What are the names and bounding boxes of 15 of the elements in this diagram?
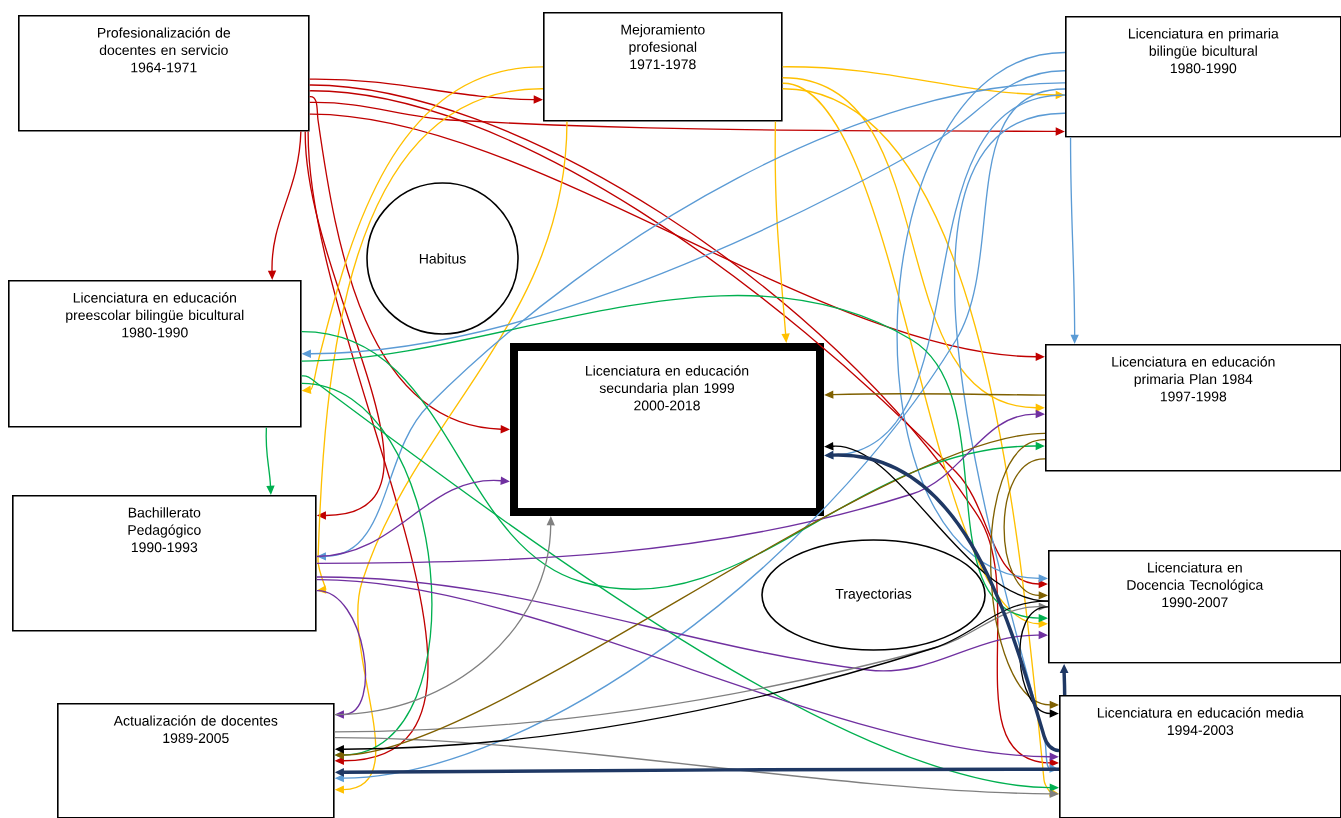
program-box: Licenciatura en Docencia Tecnológica 1990-2007 — [1048, 550, 1341, 664]
program-box: Licenciatura en educación primaria Plan 1984 1997-1998 — [1045, 344, 1341, 472]
program-box: Licenciatura en educación secundaria plan 1999 2000-2018 — [510, 343, 824, 516]
program-box: Profesionalización de docentes en servicio 1964-1971 — [18, 15, 310, 132]
program-box: Mejoramiento profesional 1971-1978 — [543, 12, 783, 122]
program-box: Bachillerato Pedagógico 1990-1993 — [12, 495, 317, 632]
program-box: Licenciatura en educación media 1994-2003 — [1059, 695, 1341, 818]
program-box: Licenciatura en educación preescolar bilingüe bicultural 1980-1990 — [8, 280, 302, 428]
arrow — [896, 51, 1066, 583]
program-box: Licenciatura en primaria bilingüe bicultural 1980-1990 — [1065, 16, 1341, 138]
arrow — [953, 112, 1066, 773]
arrow — [304, 130, 385, 520]
arrow — [307, 130, 428, 765]
arrow — [315, 589, 366, 719]
program-box: Actualización de docentes 1989-2005 — [57, 703, 335, 818]
